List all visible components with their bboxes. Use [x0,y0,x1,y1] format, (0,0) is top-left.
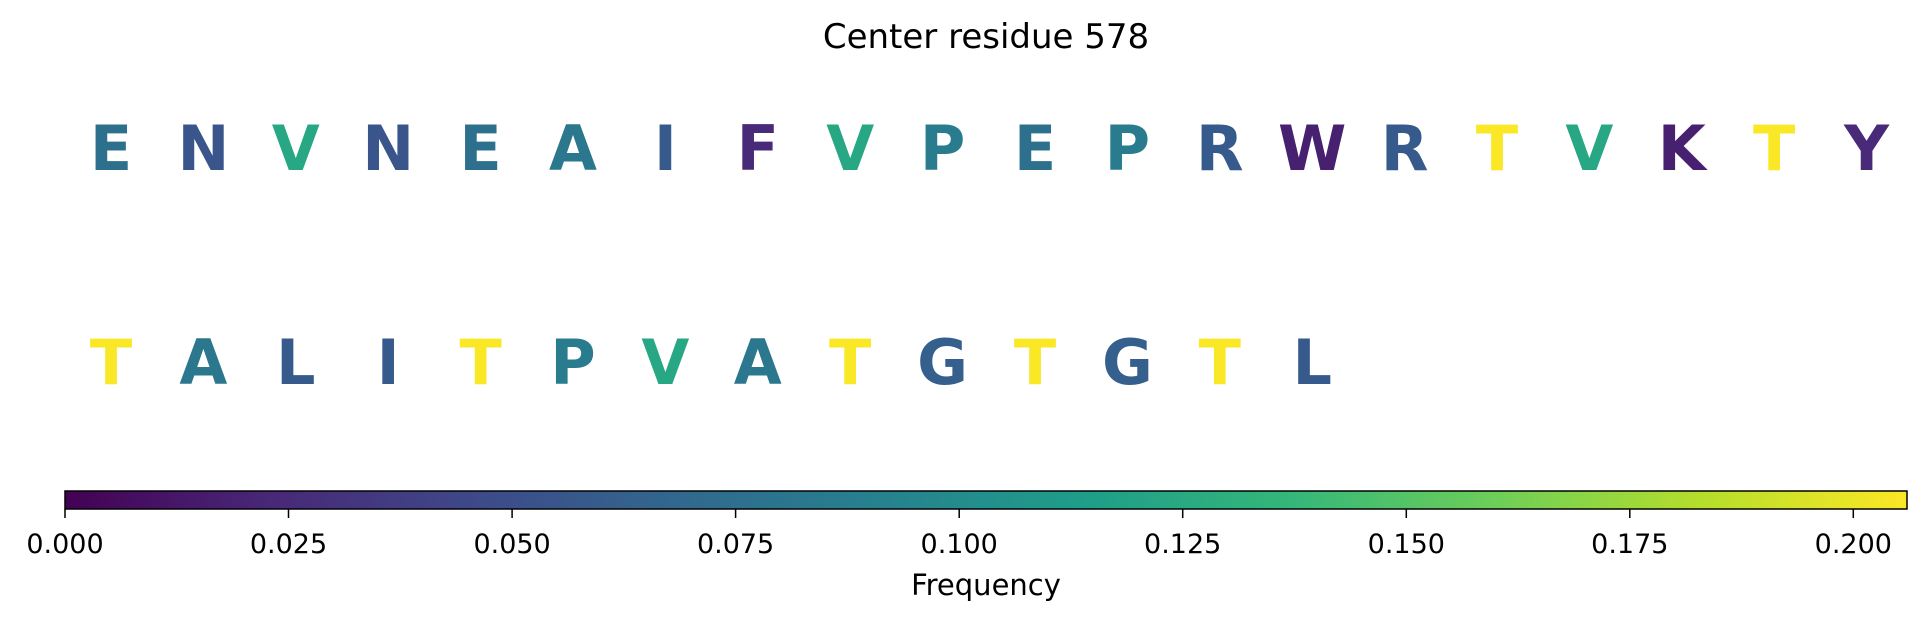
residue-letter: A [549,112,597,185]
colorbar-tick-label: 0.175 [1591,529,1668,560]
chart-title: Center residue 578 [823,17,1149,57]
colorbar-tick-label: 0.200 [1815,529,1892,560]
residue-letter: T [829,326,871,399]
colorbar-tick-label: 0.125 [1144,529,1221,560]
residue-letter: I [654,112,677,185]
residue-letter: A [734,326,782,399]
residue-letter: T [90,326,132,399]
residue-letter: N [177,112,229,185]
residue-letter: A [179,326,227,399]
colorbar: 0.000 0.025 0.050 0.075 0.100 0.125 0.150 0.175… [26,490,1908,602]
residue-letter: T [459,326,501,399]
colorbar-tick-label: 0.100 [921,529,998,560]
residue-letter: V [272,112,320,185]
residue-letter: V [826,112,874,185]
residue-letter: P [550,326,595,399]
residue-letter: E [90,112,132,185]
colorbar-tick-label: 0.025 [250,529,327,560]
residue-letter: F [737,112,779,185]
residue-letter: R [1196,112,1244,185]
residue-letter: V [1565,112,1613,185]
residue-letter: I [377,326,400,399]
residue-letter: T [1199,326,1241,399]
colorbar-gradient [64,490,1908,510]
residue-letter: G [917,326,968,399]
residue-letter: L [1292,326,1332,399]
residue-letter: L [276,326,316,399]
residue-letter: T [1014,326,1056,399]
colorbar-tick-label: 0.150 [1368,529,1445,560]
residue-letter: T [1753,112,1795,185]
residue-letter: E [1014,112,1056,185]
residue-letter: T [1476,112,1518,185]
residue-letter: R [1381,112,1429,185]
colorbar-ticks: 0.000 0.025 0.050 0.075 0.100 0.125 0.150 0.175… [26,509,1892,560]
residue-letter: Y [1843,112,1890,185]
residue-letter: K [1658,112,1708,185]
residue-letter: V [641,326,689,399]
colorbar-tick-label: 0.050 [473,529,550,560]
residue-letter: P [1105,112,1150,185]
residue-letter: N [362,112,414,185]
colorbar-tick-label: 0.075 [697,529,774,560]
residue-letter: G [1102,326,1153,399]
colorbar-label: Frequency [911,568,1061,602]
residue-letter: P [920,112,965,185]
residue-letter: E [459,112,501,185]
residue-letter: W [1278,112,1346,185]
colorbar-tick-label: 0.000 [26,529,103,560]
